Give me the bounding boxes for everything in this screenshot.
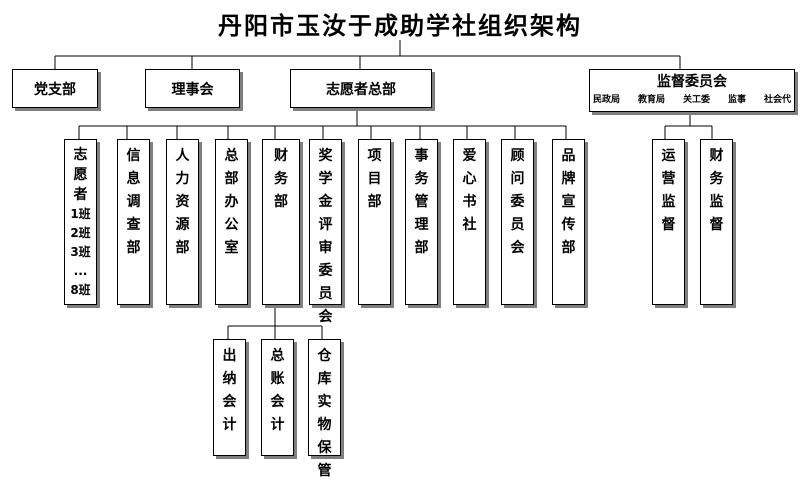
warehouse-custody-label: 仓库实物保管 [317,348,332,479]
volunteers-char: 者 [73,187,88,203]
advisory-committee-box: 顾问委员会 [501,139,534,305]
scholarship-committee-label: 奖学金评审委员会 [318,148,333,325]
finance-label: 财务部 [274,148,288,210]
class-item: 3班 [70,245,91,259]
projects-box: 项目部 [358,139,391,305]
class-item: 2班 [70,226,91,240]
volunteers-box: 志 愿 者 1班 2班 3班 ... 8班 [64,139,97,305]
scholarship-committee-box: 奖学金评审委员会 [309,139,342,325]
hr-label: 人力资源部 [175,148,190,256]
volunteer-hq-box: 志愿者总部 [290,69,432,108]
brand-promotion-label: 品牌宣传部 [561,148,576,256]
affairs-label: 事务管理部 [414,148,429,256]
hq-office-label: 总部办公室 [224,148,239,256]
page-title: 丹阳市玉汝于成助学社组织架构 [218,12,582,40]
projects-label: 项目部 [367,148,382,210]
member-supervisor: 监事 [727,95,746,105]
party-branch-box: 党支部 [12,69,98,108]
council-label: 理事会 [171,81,214,98]
member-social-rep: 社会代 [763,95,791,105]
aixin-book-club-label: 爱心书社 [462,148,477,233]
class-item: ... [73,264,88,278]
general-ledger-box: 总账会计 [261,339,294,456]
affairs-box: 事务管理部 [405,139,438,305]
supervisory-committee-box: 监督委员会 民政局 教育局 关工委 监事 社会代 [589,69,795,112]
operations-supervision-box: 运营监督 [652,139,685,305]
operations-supervision-label: 运营监督 [661,148,676,233]
member-youth-committee: 关工委 [682,95,710,105]
info-survey-label: 信息调查部 [126,148,141,256]
volunteers-char: 志 [73,147,88,163]
finance-supervision-box: 财务监督 [700,139,733,305]
finance-box: 财务部 [262,139,300,305]
cashier-label: 出纳会计 [222,348,237,433]
class-item: 1班 [70,207,91,221]
hr-box: 人力资源部 [166,139,199,305]
connector-lines [54,40,713,339]
member-civil-affairs: 民政局 [593,95,621,105]
cashier-box: 出纳会计 [213,339,246,456]
supervisory-members: 民政局 教育局 关工委 监事 社会代 [590,92,794,105]
member-education-bureau: 教育局 [637,95,665,105]
finance-supervision-label: 财务监督 [709,148,724,233]
supervisory-committee-label: 监督委员会 [657,74,727,90]
advisory-committee-label: 顾问委员会 [510,148,525,256]
class-item: 8班 [70,283,91,297]
general-ledger-label: 总账会计 [270,348,285,433]
hq-office-box: 总部办公室 [215,139,248,305]
info-survey-box: 信息调查部 [117,139,150,305]
council-box: 理事会 [145,69,240,108]
aixin-book-club-box: 爱心书社 [453,139,486,305]
volunteer-hq-label: 志愿者总部 [326,81,396,98]
warehouse-custody-box: 仓库实物保管 [308,339,341,479]
volunteers-char: 愿 [73,167,88,183]
brand-promotion-box: 品牌宣传部 [552,139,585,305]
party-branch-label: 党支部 [34,81,76,98]
